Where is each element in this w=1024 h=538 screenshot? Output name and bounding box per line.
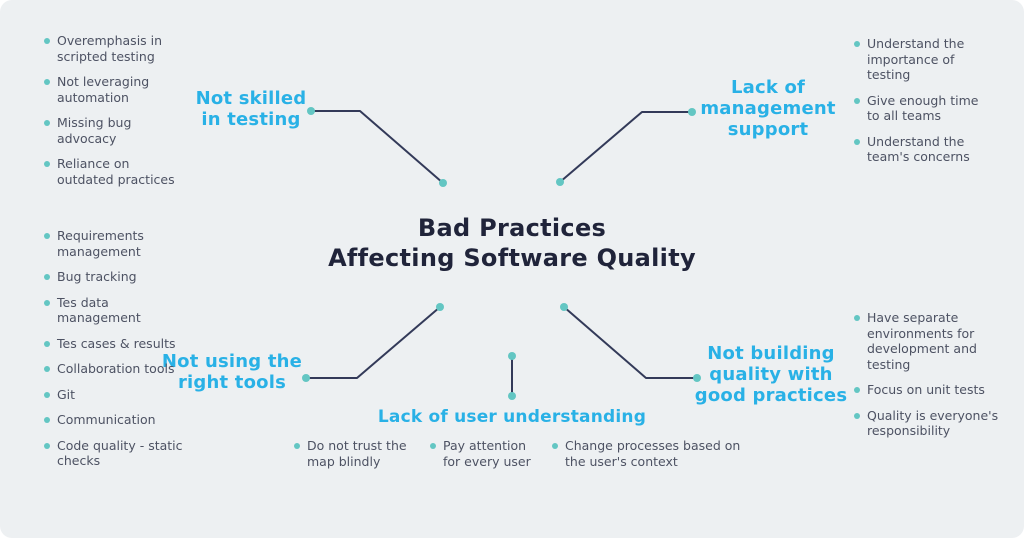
list-item: Overemphasis in scripted testing <box>44 33 180 64</box>
connector-user-understanding <box>508 352 516 400</box>
bullet-icon <box>44 274 50 280</box>
list-item-label: Understand the importance of testing <box>867 36 965 82</box>
list-item-label: Tes cases & results <box>57 335 176 351</box>
list-item: Change processes based on the user's con… <box>552 438 748 469</box>
list-lack-of-user-understanding: Do not trust the map blindly Pay attentio… <box>294 438 764 479</box>
list-item: Git <box>44 387 184 403</box>
bullet-icon <box>44 391 50 398</box>
page-title: Bad Practices Affecting Software Quality <box>328 214 696 272</box>
list-item-label: Code quality - static checks <box>57 437 183 469</box>
list-item: Not leveraging automation <box>44 74 180 105</box>
connector-not-skilled <box>307 107 447 187</box>
list-item-label: Tes data management <box>57 294 141 326</box>
list-item-label: Understand the team's concerns <box>867 133 970 165</box>
bullet-icon <box>854 138 860 145</box>
list-item: Focus on unit tests <box>854 382 1006 398</box>
list-item: Pay attention for every user <box>430 438 538 469</box>
list-item: Give enough time to all teams <box>854 93 988 124</box>
bullet-icon <box>854 315 860 321</box>
bullet-icon <box>552 443 558 449</box>
list-item: Understand the team's concerns <box>854 134 988 165</box>
list-item: Do not trust the map blindly <box>294 438 416 469</box>
list-item-label: Collaboration tools <box>57 361 175 376</box>
list-item: Reliance on outdated practices <box>44 156 180 187</box>
branch-label-not-using-right-tools: Not using the right tools <box>161 351 303 394</box>
list-item-label: Git <box>57 386 76 402</box>
bullet-icon <box>294 443 300 449</box>
bullet-icon <box>854 387 860 393</box>
branch-label-lack-of-management-support: Lack of management support <box>700 77 836 141</box>
list-item-label: Quality is everyone's responsibility <box>867 407 999 439</box>
list-item: Code quality - static checks <box>44 438 184 469</box>
bullet-icon <box>44 299 50 306</box>
list-item-label: Overemphasis in scripted testing <box>57 33 163 64</box>
bullet-icon <box>44 233 50 239</box>
bullet-icon <box>44 340 50 347</box>
list-item: Collaboration tools <box>44 361 184 377</box>
branch-label-not-skilled-in-testing: Not skilled in testing <box>195 88 307 131</box>
list-item-label: Pay attention for every user <box>443 438 531 469</box>
list-not-building-quality: Have separate environments for developme… <box>854 310 1006 449</box>
list-item-label: Not leveraging automation <box>57 74 150 105</box>
bullet-icon <box>44 442 50 449</box>
bullet-icon <box>430 443 436 449</box>
list-item-label: Focus on unit tests <box>867 382 985 397</box>
list-item-label: Missing bug advocacy <box>57 115 132 146</box>
list-item: Bug tracking <box>44 269 184 285</box>
list-item-label: Reliance on outdated practices <box>57 156 175 187</box>
list-item-label: Have separate environments for developme… <box>867 310 977 372</box>
connector-right-tools <box>302 303 444 382</box>
list-item-label: Change processes based on the user's con… <box>565 438 741 469</box>
branch-label-not-building-quality: Not building quality with good practices <box>694 343 848 407</box>
list-item: Have separate environments for developme… <box>854 310 1006 372</box>
connector-management-support <box>556 108 696 186</box>
list-item: Missing bug advocacy <box>44 115 180 146</box>
bullet-icon <box>854 97 860 104</box>
connector-good-practices <box>560 303 701 382</box>
list-item-label: Requirements management <box>57 228 144 259</box>
list-item-label: Give enough time to all teams <box>867 92 979 124</box>
list-item: Communication <box>44 412 184 428</box>
bullet-icon <box>44 120 50 126</box>
bullet-icon <box>44 38 50 44</box>
list-item: Tes cases & results <box>44 336 184 352</box>
bullet-icon <box>854 41 860 47</box>
bullet-icon <box>44 417 50 423</box>
bullet-icon <box>44 79 50 85</box>
list-item: Quality is everyone's responsibility <box>854 408 1006 439</box>
bullet-icon <box>854 412 860 419</box>
bullet-icon <box>44 161 50 167</box>
list-item-label: Do not trust the map blindly <box>307 438 407 469</box>
list-item-label: Communication <box>57 412 156 427</box>
list-item: Requirements management <box>44 228 184 259</box>
list-item: Understand the importance of testing <box>854 36 988 83</box>
bullet-icon <box>44 366 50 372</box>
list-item: Tes data management <box>44 295 184 326</box>
list-item-label: Bug tracking <box>57 269 137 284</box>
branch-label-lack-of-user-understanding: Lack of user understanding <box>377 407 647 427</box>
